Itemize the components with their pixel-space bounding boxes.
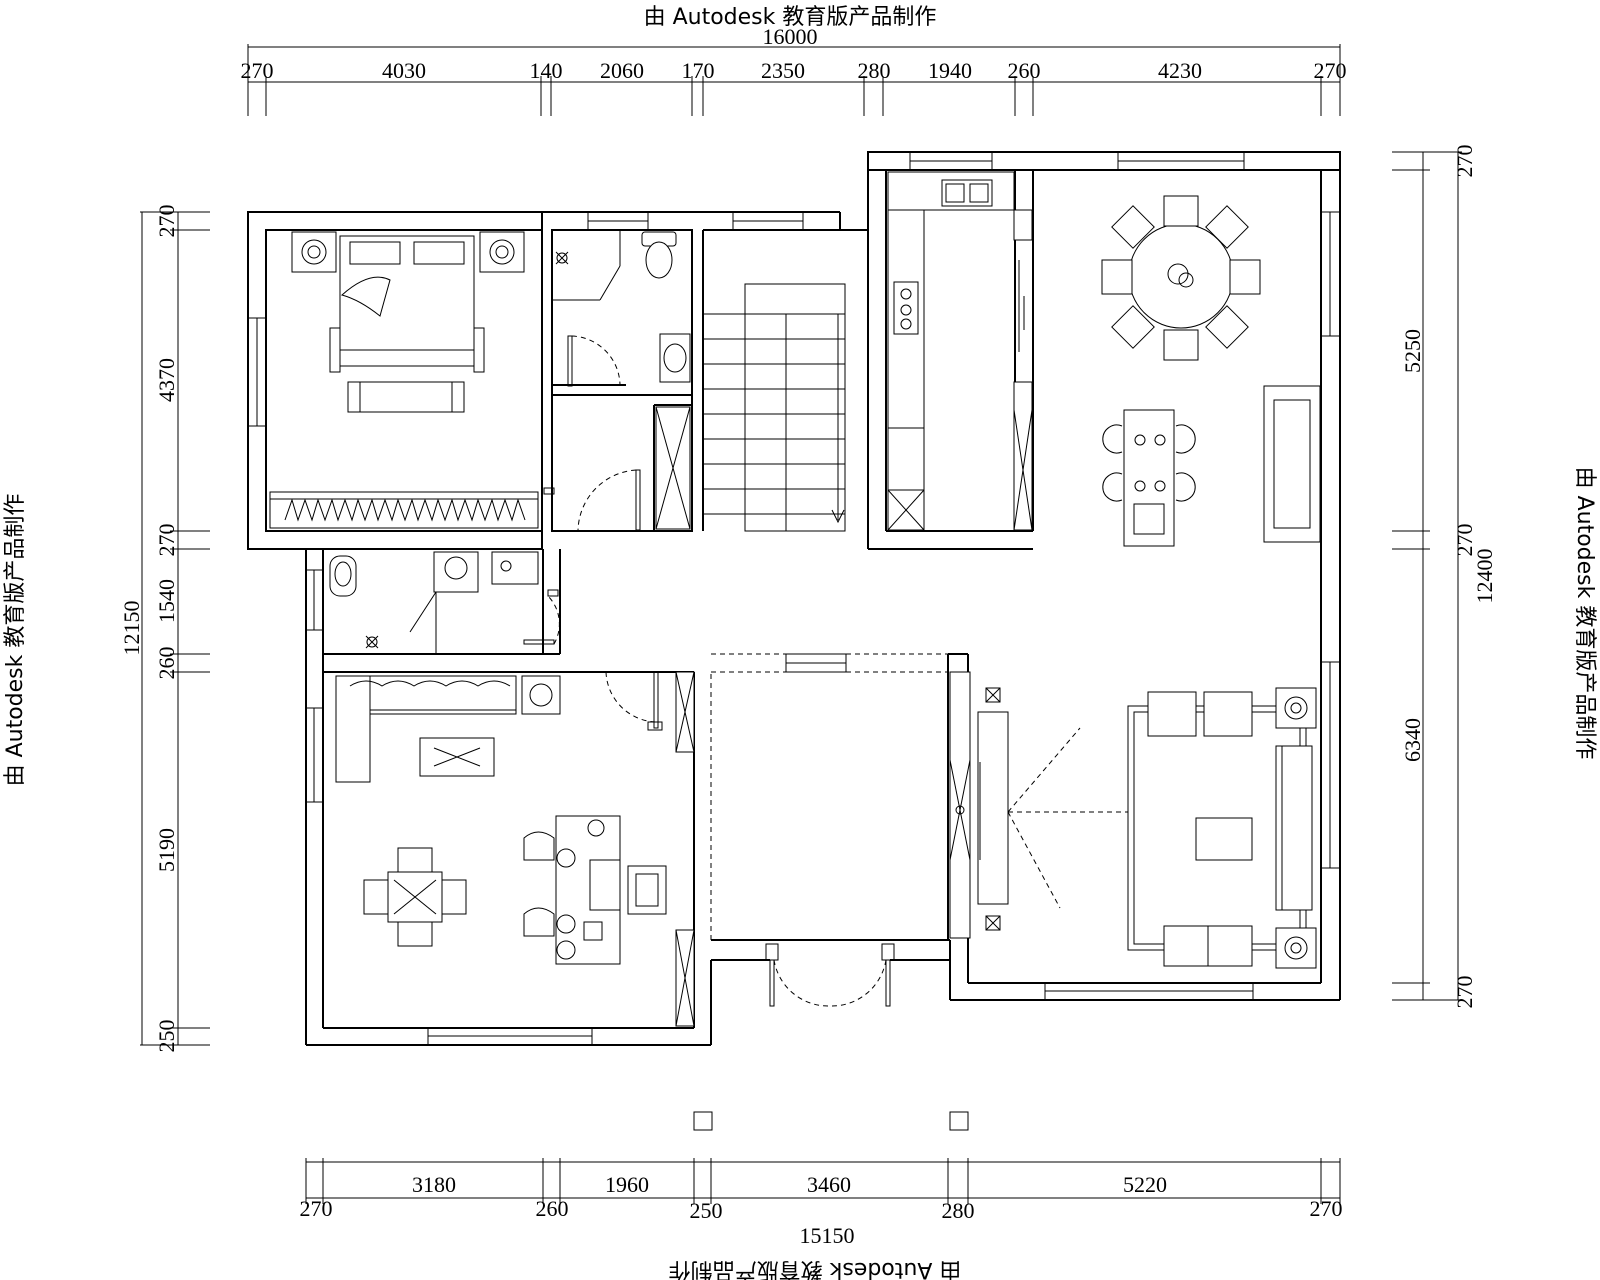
dim-top-10: 270 (1314, 58, 1347, 83)
dimension-chain-right: 12400 270 5250 270 6340 270 (1392, 145, 1497, 1009)
dim-left-2: 270 (154, 524, 179, 557)
dim-left-total: 12150 (119, 601, 144, 656)
dim-top-3: 2060 (600, 58, 644, 83)
dim-top-8: 260 (1008, 58, 1041, 83)
dim-top-1: 4030 (382, 58, 426, 83)
dim-top-total: 16000 (763, 24, 818, 49)
dim-left-1: 4370 (154, 358, 179, 402)
dim-bottom-lower-3: 280 (942, 1198, 975, 1223)
living-room (949, 671, 1317, 969)
dim-top-0: 270 (241, 58, 274, 83)
dim-top-9: 4230 (1158, 58, 1202, 83)
dim-top-5: 2350 (761, 58, 805, 83)
watermark-top: 由 Autodesk 教育版产品制作 (644, 5, 937, 30)
dim-bottom-upper-2: 3460 (807, 1172, 851, 1197)
dining-area (1101, 195, 1321, 547)
dim-right-total: 12400 (1472, 549, 1497, 604)
dim-right-3: 6340 (1400, 718, 1425, 762)
bedroom-furniture (269, 231, 539, 529)
dim-bottom-upper-1: 1960 (605, 1172, 649, 1197)
watermark-right: 由 Autodesk 教育版产品制作 (1572, 467, 1597, 760)
dim-top-6: 280 (858, 58, 891, 83)
dimension-chain-left: 12150 270 4370 270 1540 260 5190 250 (119, 205, 210, 1053)
lower-bathroom-fixtures (329, 551, 560, 654)
dim-bottom-upper-0: 3180 (412, 1172, 456, 1197)
dim-left-0: 270 (154, 205, 179, 238)
dim-left-4: 260 (154, 647, 179, 680)
lower-left-room (335, 671, 695, 1027)
dim-bottom-lower-1: 260 (536, 1196, 569, 1221)
dim-bottom-lower-4: 270 (1310, 1196, 1343, 1221)
dim-top-2: 140 (530, 58, 563, 83)
dim-right-0: 270 (1452, 145, 1477, 178)
dim-left-6: 250 (154, 1020, 179, 1053)
dim-bottom-upper-3: 5220 (1123, 1172, 1167, 1197)
dim-left-5: 5190 (154, 828, 179, 872)
entry-hall (693, 653, 969, 1131)
dim-right-4: 270 (1452, 976, 1477, 1009)
dim-bottom-lower-0: 270 (300, 1196, 333, 1221)
watermark-left: 由 Autodesk 教育版产品制作 (3, 494, 28, 787)
kitchen-fixtures (887, 171, 1033, 531)
upper-bathroom-fixtures (543, 230, 691, 532)
dim-top-7: 1940 (928, 58, 972, 83)
staircase (703, 283, 846, 532)
dimension-chain-bottom: 3180 1960 3460 5220 270 260 250 280 270 … (300, 1158, 1343, 1248)
dimension-chain-top: 16000 270 4030 140 2060 170 2350 280 194… (241, 24, 1347, 116)
dim-left-3: 1540 (154, 579, 179, 623)
dim-top-4: 170 (682, 58, 715, 83)
dim-right-2: 270 (1452, 524, 1477, 557)
dim-bottom-lower-2: 250 (690, 1198, 723, 1223)
windows (247, 151, 1341, 1046)
dim-bottom-total: 15150 (800, 1223, 855, 1248)
dim-right-1: 5250 (1400, 329, 1425, 373)
watermark-bottom: 由 Autodesk 教育版产品制作 (669, 1257, 962, 1280)
